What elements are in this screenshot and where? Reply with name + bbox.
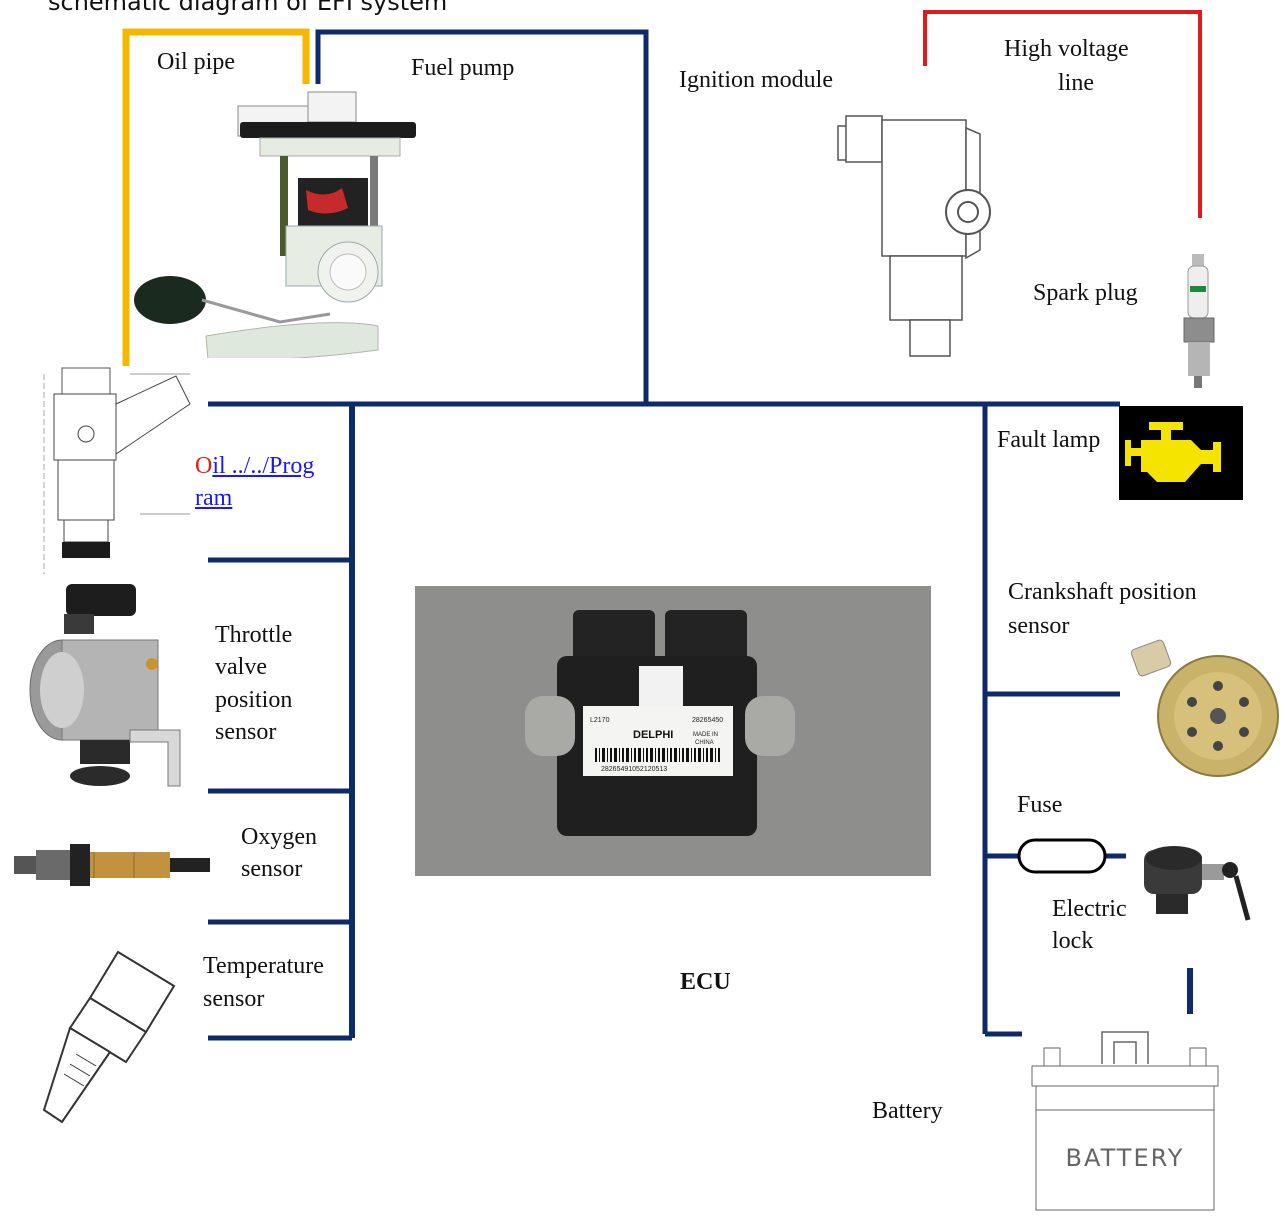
label-temperature-2: sensor (203, 983, 264, 1015)
label-oil-injector: Oil ../../Prog (195, 450, 314, 482)
label-oil-pipe: Oil pipe (157, 46, 235, 78)
label-electric-lock-2: lock (1052, 925, 1093, 957)
label-ecu: ECU (680, 966, 731, 998)
oil-injector-picture (40, 364, 206, 578)
fault-lamp-picture (1119, 406, 1243, 500)
label-fuse: Fuse (1017, 789, 1062, 821)
ecu-code-left: L2170 (590, 717, 610, 724)
program-link[interactable]: il ../../Prog (212, 453, 314, 479)
label-electric-lock-1: Electric (1052, 893, 1127, 925)
ignition-module-picture (836, 108, 998, 360)
label-ignition-module: Ignition module (679, 64, 833, 96)
diagram-title: schematic diagram of EFI system (48, 0, 447, 18)
ecu-picture: L2170 28265450 DELPHI MADE IN CHINA 2826… (415, 586, 931, 876)
program-link-continued[interactable]: ram (195, 485, 232, 511)
battery-picture: BATTERY (1020, 1024, 1230, 1214)
label-crankshaft-2: sensor (1008, 610, 1069, 642)
ecu-serial: 28265491052120513 (601, 766, 667, 773)
label-high-voltage-1: High voltage (1004, 33, 1129, 65)
label-oxygen-1: Oxygen (241, 821, 317, 853)
label-throttle-2: valve (215, 651, 267, 683)
label-fault-lamp: Fault lamp (997, 424, 1100, 456)
label-high-voltage-2: line (1058, 67, 1094, 99)
ecu-made-in-1: MADE IN (693, 732, 718, 738)
fuse-symbol (1019, 840, 1105, 872)
fuel-pump-picture (130, 86, 420, 358)
battery-printed-text: BATTERY (1066, 1144, 1185, 1172)
crankshaft-position-sensor-picture (1124, 624, 1282, 782)
ecu-made-in-2: CHINA (695, 740, 714, 746)
label-fuel-pump: Fuel pump (411, 52, 514, 84)
spark-plug-picture (1174, 252, 1224, 392)
label-spark-plug: Spark plug (1033, 277, 1138, 309)
label-throttle-3: position (215, 684, 292, 716)
ecu-brand: DELPHI (633, 729, 673, 741)
oxygen-sensor-picture (14, 836, 210, 894)
electric-lock-picture (1126, 830, 1256, 960)
label-battery: Battery (872, 1095, 943, 1127)
label-throttle-4: sensor (215, 716, 276, 748)
label-throttle-1: Throttle (215, 619, 292, 651)
label-oil-injector-letter: O (195, 453, 212, 479)
label-oxygen-2: sensor (241, 853, 302, 885)
label-crankshaft-1: Crankshaft position (1008, 576, 1197, 608)
label-temperature-1: Temperature (203, 950, 324, 982)
ecu-code-right: 28265450 (692, 717, 723, 724)
label-oil-injector-line2: ram (195, 482, 232, 514)
temperature-sensor-picture (6, 944, 196, 1128)
throttle-valve-sensor-picture (20, 580, 192, 796)
